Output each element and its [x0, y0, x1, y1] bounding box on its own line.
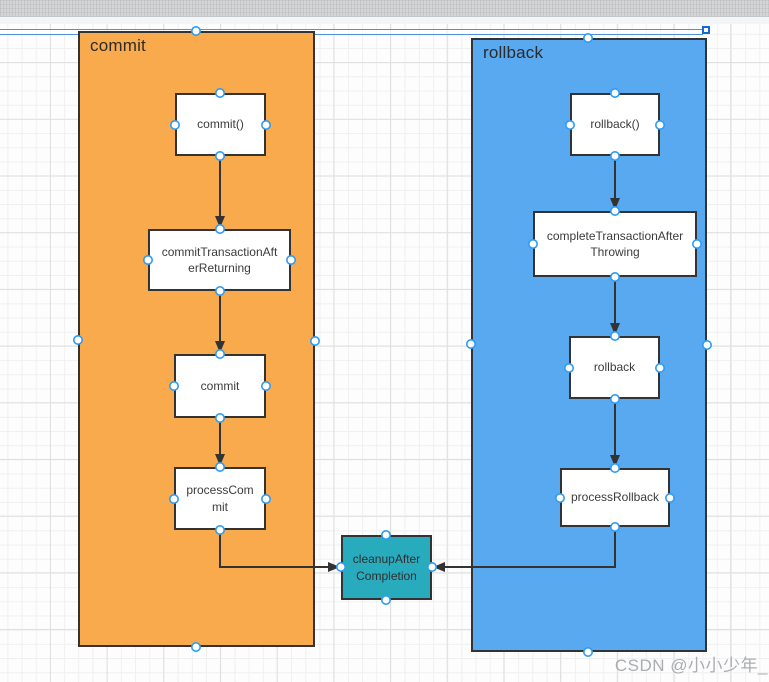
watermark: CSDN @小小少年_ [614, 656, 768, 675]
selection-outline[interactable] [0, 29, 703, 35]
selection-resize-handle[interactable] [702, 26, 710, 34]
group-commit-label: commit [90, 36, 146, 55]
node-rollback-call[interactable]: rollback() [570, 93, 660, 156]
node-process-commit[interactable]: processCom mit [174, 467, 266, 530]
node-rollback[interactable]: rollback [569, 336, 660, 399]
node-commit[interactable]: commit [174, 354, 266, 418]
window-top-edge [0, 0, 769, 17]
group-rollback-label: rollback [483, 43, 544, 62]
node-commit-call[interactable]: commit() [175, 93, 266, 156]
node-complete-transaction-after-throwing[interactable]: completeTransactionAfter Throwing [533, 211, 697, 277]
node-commit-transaction-after-returning[interactable]: commitTransactionAft erReturning [148, 229, 291, 291]
canvas-margin [0, 17, 769, 24]
node-cleanup-after-completion[interactable]: cleanupAfter Completion [341, 535, 432, 600]
node-process-rollback[interactable]: processRollback [560, 468, 670, 527]
